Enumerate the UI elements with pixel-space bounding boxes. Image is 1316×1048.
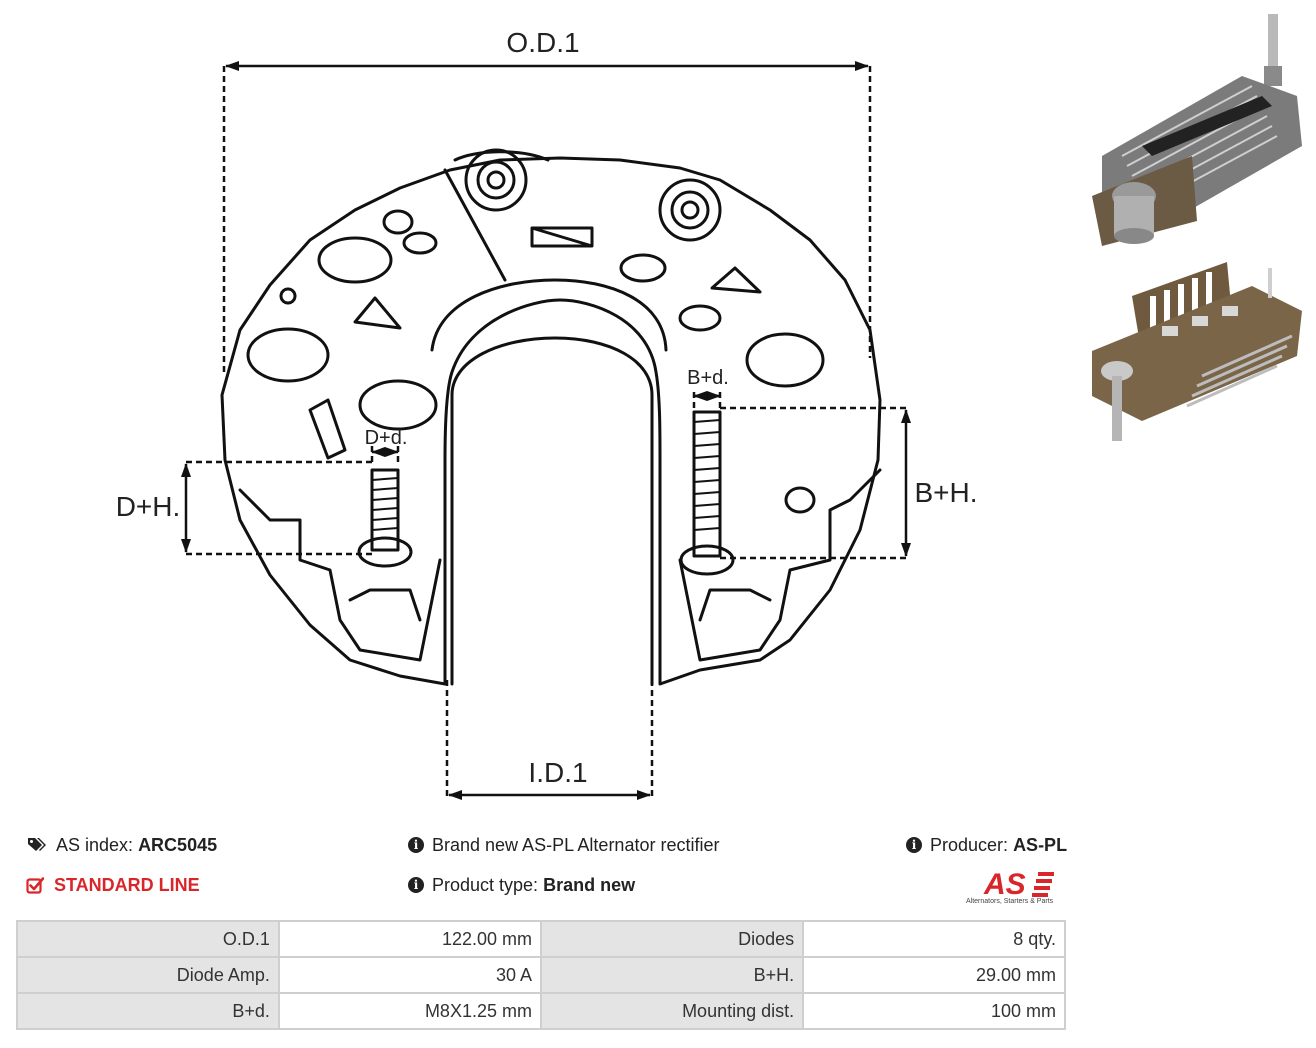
table-row: Diode Amp. 30 A B+H. 29.00 mm xyxy=(16,956,1066,994)
od-label: O.D.1 xyxy=(506,27,579,58)
as-index-label: AS index: xyxy=(56,835,134,855)
logo-tagline: Alternators, Starters & Parts xyxy=(966,898,1054,905)
line-badge: STANDARD LINE xyxy=(26,874,200,896)
product-photo-top xyxy=(1092,14,1302,246)
rectifier-technical-drawing: O.D.1 I.D.1 D+H. B+H. D+d. B+d. xyxy=(116,27,978,800)
bd-label: B+d. xyxy=(687,367,729,389)
spec-value: 100 mm xyxy=(802,992,1066,1030)
table-row: O.D.1 122.00 mm Diodes 8 qty. xyxy=(16,920,1066,958)
specs-table: O.D.1 122.00 mm Diodes 8 qty. Diode Amp.… xyxy=(16,920,1066,1030)
product-type-label: Product type: xyxy=(432,875,539,895)
producer: i Producer: AS-PL xyxy=(906,834,1067,856)
center-hole-outline xyxy=(450,336,654,686)
product-type: i Product type: Brand new xyxy=(408,874,635,896)
spec-label: Mounting dist. xyxy=(539,992,805,1030)
info-icon: i xyxy=(408,837,424,853)
spec-value: 122.00 mm xyxy=(277,920,542,958)
dh-label: D+H. xyxy=(116,491,181,522)
logo-mark: AS xyxy=(983,868,1026,901)
spec-label: Diode Amp. xyxy=(16,956,280,994)
as-index-value: ARC5045 xyxy=(138,835,218,855)
dd-label: D+d. xyxy=(365,427,408,449)
checkbox-checked-icon xyxy=(26,877,44,894)
product-photo-bottom xyxy=(1092,262,1302,441)
spec-value: M8X1.25 mm xyxy=(277,992,542,1030)
standard-line-text: STANDARD LINE xyxy=(54,875,200,895)
spec-value: 29.00 mm xyxy=(802,956,1066,994)
as-pl-logo: AS xyxy=(983,868,1054,901)
spec-value: 30 A xyxy=(277,956,542,994)
bh-label: B+H. xyxy=(914,477,977,508)
product-type-value: Brand new xyxy=(543,875,636,895)
id-label: I.D.1 xyxy=(528,757,587,788)
producer-value: AS-PL xyxy=(1013,835,1068,855)
table-row: B+d. M8X1.25 mm Mounting dist. 100 mm xyxy=(16,992,1066,1030)
info-icon: i xyxy=(408,877,424,893)
spec-label: B+d. xyxy=(16,992,280,1030)
info-icon: i xyxy=(906,837,922,853)
spec-label: B+H. xyxy=(539,956,805,994)
spec-label: O.D.1 xyxy=(16,920,280,958)
product-description: i Brand new AS-PL Alternator rectifier xyxy=(408,834,719,856)
rectifier-body-outline xyxy=(220,156,882,686)
spec-value: 8 qty. xyxy=(802,920,1066,958)
spec-label: Diodes xyxy=(539,920,805,958)
description-text: Brand new AS-PL Alternator rectifier xyxy=(432,835,720,855)
as-index: AS index: ARC5045 xyxy=(28,834,217,856)
tags-icon xyxy=(28,838,46,851)
producer-label: Producer: xyxy=(930,835,1009,855)
